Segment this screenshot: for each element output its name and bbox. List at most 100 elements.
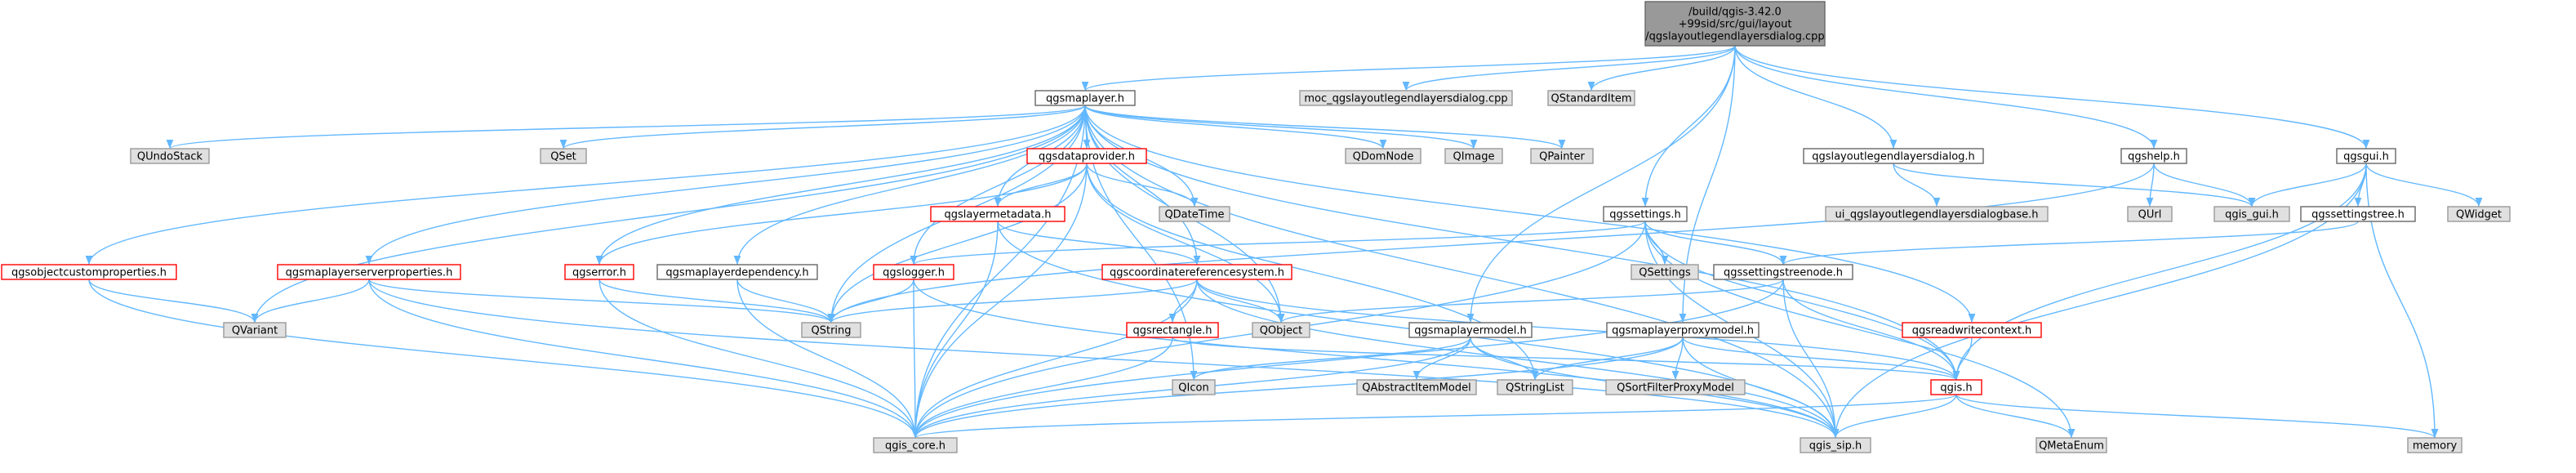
edge-qgsmaplayer_h-to-QIcon bbox=[1084, 105, 1198, 381]
edge-qgsgui_h-to-memory bbox=[2365, 163, 2439, 439]
node-ui_base_h[interactable]: ui_qgslayoutlegendlayersdialogbase.h bbox=[1825, 206, 2049, 222]
edge-qgsdataprovider_h-to-QObject bbox=[1086, 163, 1285, 324]
node-label-qgsgui_h: qgsgui.h bbox=[2343, 151, 2389, 163]
edge-qgsmaplayermodel_h-to-QAbstractItemModel bbox=[1413, 337, 1471, 381]
node-QSortFilterProxyModel[interactable]: QSortFilterProxyModel bbox=[1605, 379, 1746, 395]
node-QUndoStack[interactable]: QUndoStack bbox=[130, 148, 210, 164]
node-box-qgsrectangle_h bbox=[1126, 322, 1219, 338]
node-label-QObject: QObject bbox=[1260, 325, 1303, 337]
edge-layer bbox=[85, 45, 2483, 439]
edge-qgsmaplayer_h-to-qgsmaplayerdependency_h bbox=[733, 105, 1086, 266]
node-qgssettingstreenode_h[interactable]: qgssettingstreenode.h bbox=[1713, 264, 1853, 280]
edge-qgscrs_h-to-qgis_core_h bbox=[911, 279, 1198, 439]
node-qgsmaplayermodel_h[interactable]: qgsmaplayermodel.h bbox=[1408, 322, 1533, 338]
edge-qgsmaplayer_h-to-qgsmaplayerserverproperties_h bbox=[365, 105, 1086, 266]
edge-qgsmaplayer_h-to-qgsobjectcustomproperties_h bbox=[85, 105, 1086, 266]
node-box-qgsgui_h bbox=[2336, 148, 2396, 164]
node-QObject[interactable]: QObject bbox=[1252, 322, 1310, 338]
node-box-QSet bbox=[540, 148, 587, 164]
node-qgis_core_h[interactable]: qgis_core.h bbox=[873, 437, 958, 453]
node-label-qgsreadwritecontext_h: qgsreadwritecontext.h bbox=[1912, 325, 2032, 337]
node-qgssettingstree_h[interactable]: qgssettingstree.h bbox=[2300, 206, 2416, 222]
node-qgsgui_h[interactable]: qgsgui.h bbox=[2336, 148, 2396, 164]
node-QStandardItem[interactable]: QStandardItem bbox=[1547, 90, 1635, 106]
edge-qgsmaplayerserverproperties_h-to-QVariant bbox=[251, 279, 370, 324]
edge-qgssettings_h-to-QMetaEnum bbox=[1644, 221, 2075, 439]
node-qgis_h[interactable]: qgis.h bbox=[1930, 379, 1982, 395]
node-QIcon[interactable]: QIcon bbox=[1172, 379, 1216, 395]
node-label-QVariant: QVariant bbox=[232, 325, 278, 337]
node-box-memory bbox=[2407, 437, 2463, 453]
edge-qgslayoutlegendlayersdialog_h-to-qgis_gui_h bbox=[1893, 163, 2256, 207]
node-QPainter[interactable]: QPainter bbox=[1530, 148, 1594, 164]
node-label-QImage: QImage bbox=[1453, 151, 1495, 163]
node-qgsrectangle_h[interactable]: qgsrectangle.h bbox=[1126, 322, 1219, 338]
node-box-qgslayoutlegendlayersdialog_h bbox=[1803, 148, 1984, 164]
node-qgis_gui_h[interactable]: qgis_gui.h bbox=[2213, 206, 2290, 222]
node-box-QDateTime bbox=[1159, 206, 1230, 222]
edge-qgserror_h-to-QString bbox=[598, 279, 835, 324]
edge-qgsmaplayer_h-to-QPainter bbox=[1084, 105, 1566, 149]
edge-qgis_h-to-memory bbox=[1955, 394, 2439, 439]
node-qgsdataprovider_h[interactable]: qgsdataprovider.h bbox=[1026, 148, 1147, 164]
node-root[interactable]: /build/qgis-3.42.0+99sid/src/gui/layout/… bbox=[1644, 1, 1826, 47]
node-box-qgsmaplayerserverproperties_h bbox=[277, 264, 461, 280]
edge-qgslayermetadata_h-to-qgscrs_h bbox=[997, 221, 1201, 266]
node-qgssettings_h[interactable]: qgssettings.h bbox=[1603, 206, 1688, 222]
node-QMetaEnum[interactable]: QMetaEnum bbox=[2035, 437, 2107, 453]
node-label-qgssettingstree_h: qgssettingstree.h bbox=[2311, 209, 2405, 221]
edge-qgis_h-to-qgis_core_h bbox=[912, 394, 1957, 439]
node-qgslayoutlegendlayersdialog_h[interactable]: qgslayoutlegendlayersdialog.h bbox=[1803, 148, 1984, 164]
edge-root-to-qgssettings_h bbox=[1641, 45, 1736, 207]
node-moc_cpp[interactable]: moc_qgslayoutlegendlayersdialog.cpp bbox=[1299, 90, 1513, 106]
node-box-qgsmaplayerproxymodel_h bbox=[1606, 322, 1760, 338]
node-qgsmaplayerproxymodel_h[interactable]: qgsmaplayerproxymodel.h bbox=[1606, 322, 1760, 338]
node-QStringList[interactable]: QStringList bbox=[1497, 379, 1573, 395]
node-box-qgis_gui_h bbox=[2213, 206, 2290, 222]
node-QDateTime[interactable]: QDateTime bbox=[1159, 206, 1230, 222]
edge-qgshelp_h-to-QString bbox=[827, 163, 2155, 324]
edge-qgsobjectcustomproperties_h-to-qgis_core_h bbox=[88, 279, 919, 439]
node-box-QIcon bbox=[1172, 379, 1216, 395]
node-qgslogger_h[interactable]: qgslogger.h bbox=[873, 264, 954, 280]
node-label-qgslayermetadata_h: qgslayermetadata.h bbox=[944, 209, 1051, 221]
node-QString[interactable]: QString bbox=[801, 322, 861, 338]
node-qgsmaplayerserverproperties_h[interactable]: qgsmaplayerserverproperties.h bbox=[277, 264, 461, 280]
node-QAbstractItemModel[interactable]: QAbstractItemModel bbox=[1356, 379, 1477, 395]
node-QSettings[interactable]: QSettings bbox=[1631, 264, 1699, 280]
edge-qgsdataprovider_h-to-qgis_core_h bbox=[911, 163, 1088, 439]
edge-qgsmaplayer_h-to-QDomNode bbox=[1084, 105, 1387, 149]
node-memory[interactable]: memory bbox=[2407, 437, 2463, 453]
node-label-QStringList: QStringList bbox=[1506, 382, 1564, 395]
node-qgsmaplayerdependency_h[interactable]: qgsmaplayerdependency.h bbox=[656, 264, 818, 280]
edge-qgsmaplayer_h-to-qgslogger_h bbox=[910, 105, 1086, 266]
node-qgscrs_h[interactable]: qgscoordinatereferencesystem.h bbox=[1101, 264, 1292, 280]
node-box-ui_base_h bbox=[1825, 206, 2049, 222]
node-qgserror_h[interactable]: qgserror.h bbox=[564, 264, 634, 280]
node-box-moc_cpp bbox=[1299, 90, 1513, 106]
node-QImage[interactable]: QImage bbox=[1444, 148, 1503, 164]
node-box-QVariant bbox=[223, 322, 287, 338]
node-QVariant[interactable]: QVariant bbox=[223, 322, 287, 338]
node-qgshelp_h[interactable]: qgshelp.h bbox=[2120, 148, 2187, 164]
node-qgsmaplayer_h[interactable]: qgsmaplayer.h bbox=[1034, 90, 1136, 106]
node-box-qgsobjectcustomproperties_h bbox=[1, 264, 177, 280]
edge-qgsmaplayermodel_h-to-QIcon bbox=[1190, 337, 1471, 381]
node-box-QStandardItem bbox=[1547, 90, 1635, 106]
node-qgsreadwritecontext_h[interactable]: qgsreadwritecontext.h bbox=[1902, 322, 2042, 338]
edge-qgsgui_h-to-qgis_sip_h bbox=[1831, 163, 2367, 439]
node-qgslayermetadata_h[interactable]: qgslayermetadata.h bbox=[930, 206, 1066, 222]
node-QDomNode[interactable]: QDomNode bbox=[1345, 148, 1421, 164]
edge-qgsrectangle_h-to-qgis_core_h bbox=[911, 337, 1173, 439]
edge-qgsmaplayerserverproperties_h-to-QString bbox=[368, 279, 835, 324]
node-QSet[interactable]: QSet bbox=[540, 148, 587, 164]
edge-root-to-qgsmaplayermodel_h bbox=[1466, 45, 1736, 324]
node-qgsobjectcustomproperties_h[interactable]: qgsobjectcustomproperties.h bbox=[1, 264, 177, 280]
node-QWidget[interactable]: QWidget bbox=[2447, 206, 2511, 222]
node-box-QWidget bbox=[2447, 206, 2511, 222]
node-label-qgis_sip_h: qgis_sip.h bbox=[1809, 440, 1862, 453]
edge-qgsmaplayer_h-to-QUndoStack bbox=[166, 105, 1086, 149]
node-QUrl[interactable]: QUrl bbox=[2127, 206, 2173, 222]
node-box-qgslayermetadata_h bbox=[930, 206, 1066, 222]
node-qgis_sip_h[interactable]: qgis_sip.h bbox=[1800, 437, 1871, 453]
